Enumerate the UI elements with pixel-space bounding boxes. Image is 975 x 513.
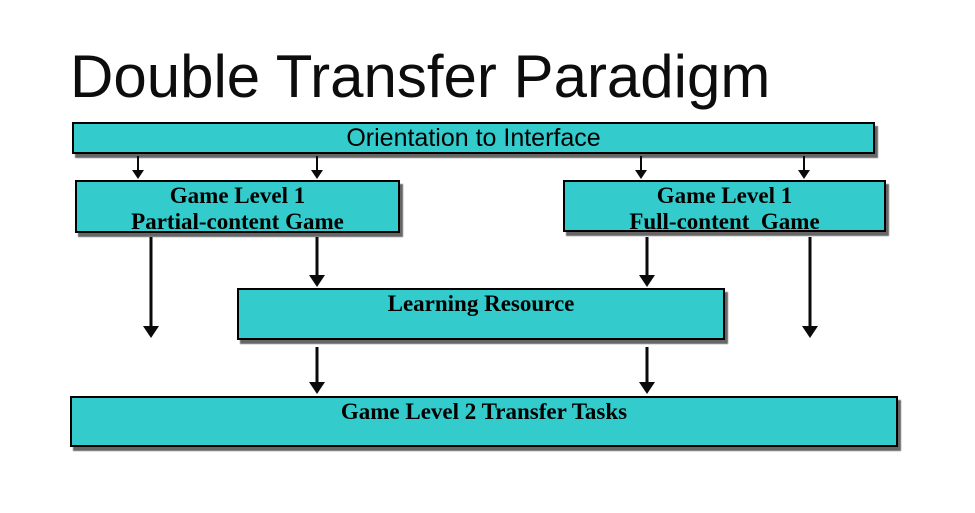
arrow-head — [309, 275, 325, 287]
transfer-box-label: Game Level 2 Transfer Tasks — [340, 399, 628, 424]
game-level2-transfer-tasks-box: Game Level 2 Transfer Tasks — [70, 396, 898, 447]
arrow-head — [309, 382, 325, 394]
game-level1-partial-content-box: Game Level 1 Partial-content Game — [75, 180, 400, 234]
arrow-head — [311, 170, 323, 179]
arrow-head — [635, 170, 647, 179]
arrow-shaft — [316, 156, 318, 172]
arrow-shaft — [149, 237, 153, 329]
connector-arrow-down-icon — [639, 237, 655, 287]
orientation-box-label: Orientation to Interface — [346, 124, 601, 152]
arrow-shaft — [315, 237, 319, 278]
game-level1-full-content-box: Game Level 1 Full-content Game — [563, 180, 886, 234]
arrow-shaft — [640, 156, 642, 172]
arrow-shaft — [137, 156, 139, 172]
arrow-shaft — [315, 347, 319, 385]
connector-arrow-down-icon — [635, 156, 647, 179]
orientation-box: Orientation to Interface — [72, 122, 875, 154]
bypass-arrow-down-icon — [802, 237, 818, 338]
arrow-head — [143, 326, 159, 338]
connector-arrow-down-icon — [309, 347, 325, 394]
arrow-shaft — [645, 347, 649, 385]
arrow-shaft — [803, 156, 805, 172]
partial-box-label: Game Level 1 Partial-content Game — [131, 183, 344, 234]
connector-arrow-down-icon — [309, 237, 325, 287]
arrow-head — [639, 382, 655, 394]
connector-arrow-down-icon — [639, 347, 655, 394]
connector-arrow-down-icon — [132, 156, 144, 179]
resource-box-label: Learning Resource — [387, 291, 575, 316]
connector-arrow-down-icon — [798, 156, 810, 179]
learning-resource-box: Learning Resource — [237, 288, 725, 340]
slide-title: Double Transfer Paradigm — [70, 43, 771, 110]
arrow-head — [802, 326, 818, 338]
arrow-head — [798, 170, 810, 179]
arrow-shaft — [645, 237, 649, 278]
full-box-label: Game Level 1 Full-content Game — [629, 183, 820, 234]
arrow-head — [639, 275, 655, 287]
bypass-arrow-down-icon — [143, 237, 159, 338]
arrow-head — [132, 170, 144, 179]
connector-arrow-down-icon — [311, 156, 323, 179]
arrow-shaft — [808, 237, 812, 329]
